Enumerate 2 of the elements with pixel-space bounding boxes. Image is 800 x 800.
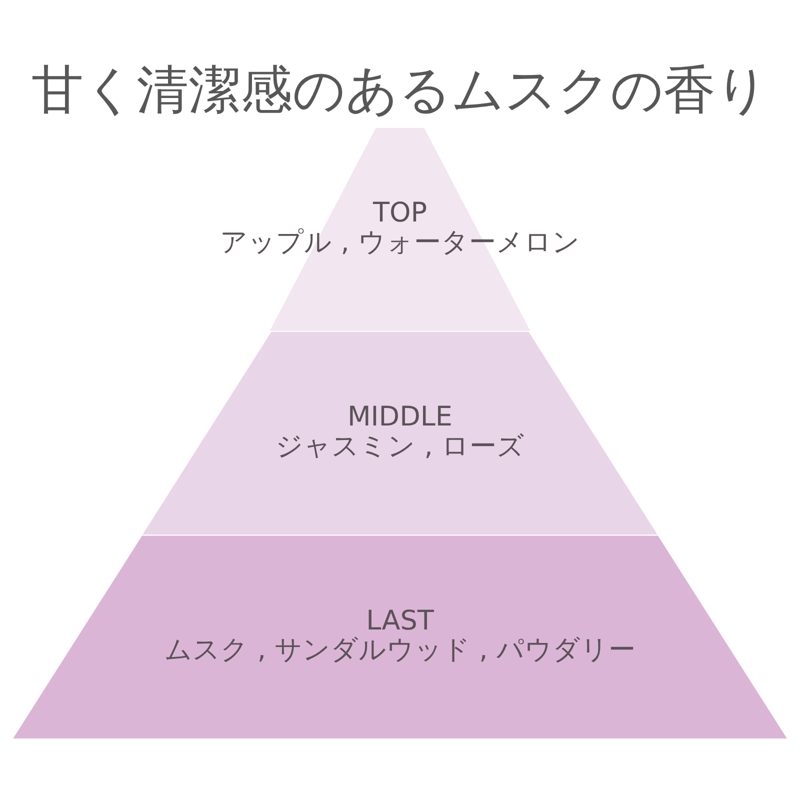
node-label: アップル , ウォーターメロン xyxy=(220,226,580,258)
diagram-title: 甘く清潔感のあるムスクの香り xyxy=(32,60,768,120)
